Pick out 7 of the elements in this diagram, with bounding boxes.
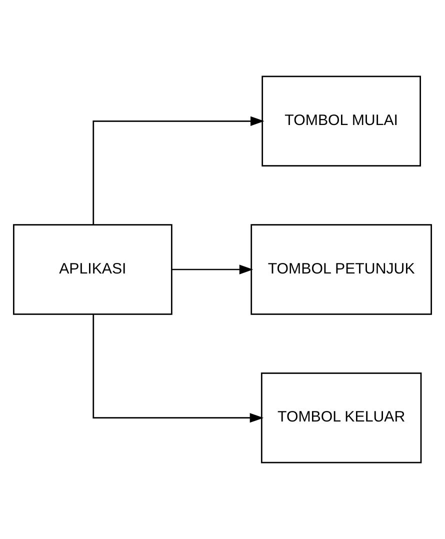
arrow — [92, 314, 264, 423]
node-box: APLIKASI — [13, 224, 172, 315]
arrow — [172, 264, 254, 274]
node-box: TOMBOL KELUAR — [260, 372, 422, 464]
node-box: TOMBOL PETUNJUK — [250, 224, 432, 315]
node-box: TOMBOL MULAI — [262, 76, 421, 166]
arrow — [92, 116, 264, 225]
